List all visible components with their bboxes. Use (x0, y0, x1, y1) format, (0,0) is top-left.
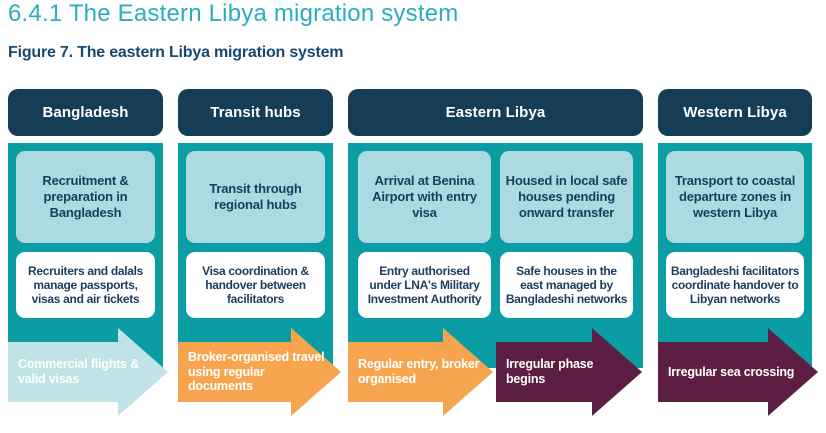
stage-detail-western-libya: Bangladeshi facilitators coordinate hand… (666, 252, 804, 318)
stage-highlight-benina-arrival: Arrival at Benina Airport with entry vis… (358, 151, 491, 243)
flow-arrow-sea-crossing: Irregular sea crossing (658, 328, 818, 416)
figure-caption: Figure 7. The eastern Libya migration sy… (8, 44, 344, 61)
arrow-body (658, 342, 768, 402)
flow-arrow-regular-entry: Regular entry, broker organised (348, 328, 493, 416)
column-header-transit-hubs: Transit hubs (178, 89, 333, 136)
section-title: 6.4.1 The Eastern Libya migration system (8, 0, 459, 27)
stage-detail-safe-houses: Safe houses in the east managed by Bangl… (500, 252, 633, 318)
arrow-body (8, 342, 118, 402)
stage-highlight-transit-hubs: Transit through regional hubs (186, 151, 325, 243)
stage-highlight-safe-houses: Housed in local safe houses pending onwa… (500, 151, 633, 243)
arrow-right-icon (592, 328, 642, 416)
stage-detail-bangladesh: Recruiters and dalals manage passports, … (16, 252, 155, 318)
arrow-label: Broker-organised travel using regular do… (188, 349, 325, 394)
flow-arrow-commercial-flights: Commercial flights & valid visas (8, 328, 168, 416)
panel-western-libya: Transport to coastal departure zones in … (658, 143, 812, 368)
column-header-western-libya: Western Libya (658, 89, 812, 136)
arrow-right-icon (443, 328, 493, 416)
arrow-body (178, 342, 291, 402)
arrow-label: Regular entry, broker organised (358, 357, 480, 386)
column-header-bangladesh: Bangladesh (8, 89, 163, 136)
stage-highlight-western-libya: Transport to coastal departure zones in … (666, 151, 804, 243)
flow-arrow-irregular-phase: Irregular phase begins (496, 328, 642, 416)
migration-flow-diagram: Bangladesh Transit hubs Eastern Libya We… (0, 88, 826, 433)
column-header-eastern-libya: Eastern Libya (348, 89, 643, 136)
stage-detail-benina-arrival: Entry authorised under LNA's Military In… (358, 252, 491, 318)
arrow-right-icon (291, 328, 341, 416)
arrow-right-icon (118, 328, 168, 416)
stage-highlight-bangladesh: Recruitment & preparation in Bangladesh (16, 151, 155, 243)
arrow-label: Irregular phase begins (506, 357, 594, 386)
arrow-body (348, 342, 443, 402)
arrow-right-icon (768, 328, 818, 416)
arrow-label: Commercial flights & valid visas (18, 357, 140, 386)
flow-arrow-broker-travel: Broker-organised travel using regular do… (178, 328, 341, 416)
arrow-label: Irregular sea crossing (668, 364, 795, 379)
panel-bangladesh: Recruitment & preparation in Bangladesh … (8, 143, 163, 368)
arrow-body (496, 342, 592, 402)
stage-detail-transit-hubs: Visa coordination & handover between fac… (186, 252, 325, 318)
